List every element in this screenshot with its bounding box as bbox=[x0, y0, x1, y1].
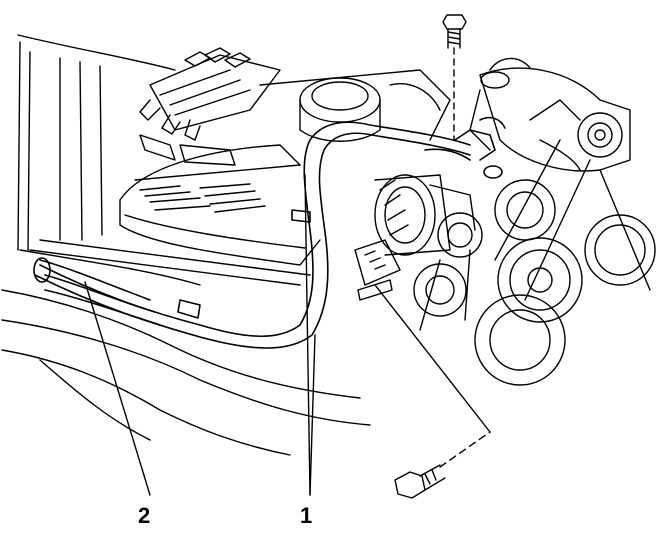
pulley-assembly bbox=[413, 139, 656, 386]
hose-bracket bbox=[354, 239, 401, 301]
callout-leaders bbox=[84, 174, 316, 496]
fender-outline bbox=[1, 34, 371, 456]
return-hose-2 bbox=[33, 257, 161, 326]
lower-bolt bbox=[374, 284, 491, 499]
alternator bbox=[374, 174, 476, 256]
valve-cover bbox=[29, 144, 321, 286]
ignition-assembly bbox=[139, 47, 281, 166]
throttle-body bbox=[259, 69, 451, 142]
upper-bolt bbox=[442, 14, 467, 141]
callout-label-2: 2 bbox=[138, 503, 151, 528]
power-steering-pump bbox=[469, 57, 631, 172]
pressure-hose-1 bbox=[34, 116, 506, 349]
callout-label-1: 1 bbox=[300, 503, 313, 528]
